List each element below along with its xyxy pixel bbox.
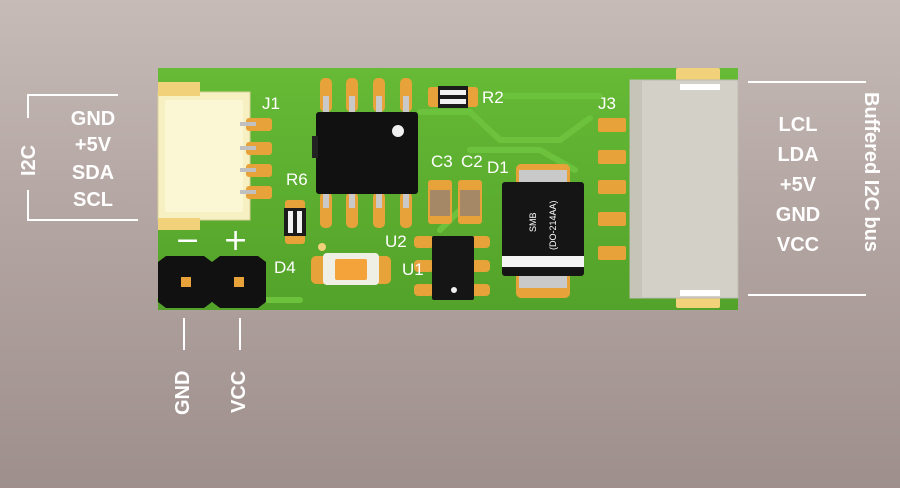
left-pin-label: GND — [70, 108, 116, 130]
left-pin-label: SDA — [71, 162, 115, 184]
power-vcc-label: VCC — [228, 370, 250, 413]
plus-sign: + — [223, 223, 249, 258]
designator-u1: U1 — [402, 260, 424, 279]
annotation-lines — [27, 81, 866, 350]
designator-c2: C2 — [461, 152, 483, 171]
c3-capacitor — [428, 180, 452, 224]
right-pin-label: GND — [775, 204, 821, 226]
d4-led — [311, 243, 391, 285]
right-pin-label: LCL — [778, 114, 818, 136]
i2c-group-label: I2C — [18, 144, 40, 176]
left-pin-label: +5V — [74, 134, 112, 156]
right-pin-label: LDA — [777, 144, 819, 166]
designator-j3: J3 — [598, 94, 616, 113]
designator-j1: J1 — [262, 94, 280, 113]
right-pin-label: VCC — [776, 234, 820, 256]
d1-diode — [502, 164, 584, 298]
designator-r6: R6 — [286, 170, 308, 189]
power-gnd-label: GND — [172, 370, 194, 415]
designator-c3: C3 — [431, 152, 453, 171]
buffered-bus-group-label: Buffered I2C bus — [860, 92, 882, 253]
c2-capacitor — [458, 180, 482, 224]
minus-sign: − — [175, 223, 201, 258]
r2-resistor — [428, 86, 478, 108]
designator-d1: D1 — [487, 158, 509, 177]
right-pin-label: +5V — [779, 174, 817, 196]
diode-marking-line1: SMB — [528, 212, 538, 232]
j1-connector — [157, 82, 272, 230]
power-header — [158, 256, 266, 308]
u2-u1-ics — [414, 236, 490, 300]
designator-d4: D4 — [274, 258, 296, 277]
left-pin-label: SCL — [73, 189, 113, 211]
designator-r2: R2 — [482, 88, 504, 107]
j3-connector — [598, 68, 739, 308]
designator-u2: U2 — [385, 232, 407, 251]
r6-resistor — [284, 200, 306, 244]
diode-marking-line2: (DO-214AA) — [548, 200, 558, 250]
main-ic — [312, 78, 418, 228]
